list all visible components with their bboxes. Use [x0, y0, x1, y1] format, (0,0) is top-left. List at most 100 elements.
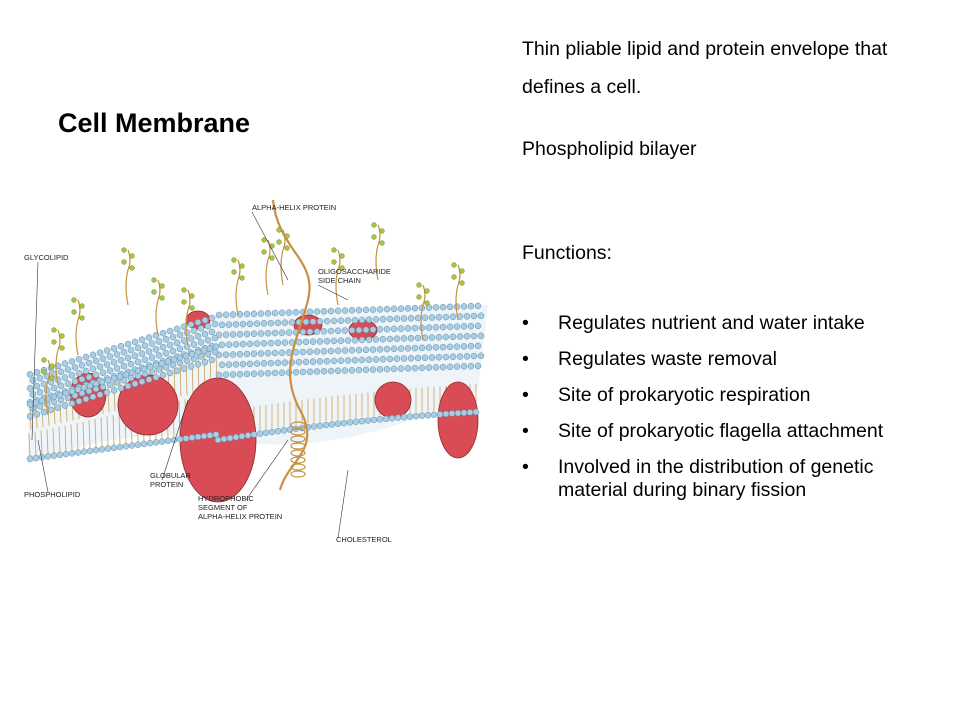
sugar-unit — [231, 269, 237, 275]
phospholipid-head — [425, 364, 433, 371]
phospholipid-head — [316, 358, 324, 365]
phospholipid-head — [145, 348, 153, 355]
phospholipid-head — [250, 350, 258, 357]
phospholipid-head — [40, 380, 48, 388]
bullet-icon: • — [522, 384, 529, 406]
phospholipid-head — [194, 433, 202, 441]
phospholipid-head — [229, 331, 237, 338]
phospholipid-head — [201, 330, 209, 338]
sugar-unit — [49, 375, 55, 381]
phospholipid-head — [280, 427, 288, 434]
phospholipid-head — [180, 337, 188, 344]
phospholipid-head — [425, 324, 433, 331]
phospholipid-head — [337, 357, 345, 364]
phospholipid-head — [239, 360, 247, 368]
phospholipid-head — [334, 347, 342, 355]
phospholipid-head — [430, 411, 438, 419]
function-text: Site of prokaryotic flagella attachment — [558, 420, 884, 442]
phospholipid-head — [323, 337, 331, 345]
helix-coil — [290, 456, 306, 464]
phospholipid-head — [44, 453, 52, 460]
label-layer: ALPHA-HELIX PROTEIN GLYCOLIPID OLIGOSACC… — [24, 203, 392, 544]
phospholipid-head — [36, 389, 44, 396]
phospholipid-head — [446, 363, 454, 371]
phospholipid-head — [173, 325, 181, 333]
phospholipid-head — [173, 339, 181, 347]
glycolipid-label: GLYCOLIPID — [24, 253, 69, 262]
sugar-unit — [276, 239, 282, 245]
phospholipid-head — [446, 323, 454, 331]
phospholipid-head — [316, 318, 324, 325]
phospholipid-head — [351, 316, 359, 324]
sugar-unit — [371, 222, 377, 228]
phospholipid-head — [348, 307, 356, 314]
phospholipid-head — [250, 310, 258, 317]
phospholipid-head — [474, 322, 482, 330]
phospholipid-head — [152, 346, 160, 353]
phospholipid-head — [274, 319, 282, 327]
phospholipid-head — [250, 330, 258, 337]
helix-coil — [290, 463, 306, 471]
phospholipid-head — [152, 362, 160, 369]
phospholipid-head — [148, 354, 156, 361]
phospholipid-head — [244, 432, 252, 439]
phospholipid-head — [68, 358, 76, 365]
phospholipid-head — [436, 411, 444, 418]
sugar-unit — [79, 303, 85, 309]
phospholipid-head — [456, 333, 464, 340]
phospholipid-head — [104, 376, 112, 384]
function-text: Site of prokaryotic respiration — [558, 384, 811, 406]
phospholipid-head — [348, 347, 356, 354]
phospholipid-head — [382, 415, 390, 423]
phospholipid-head — [412, 412, 420, 420]
phospholipid-head — [75, 355, 83, 363]
phospholipid-head — [262, 429, 270, 437]
phospholipid-head — [162, 335, 170, 343]
phospholipid-head — [327, 327, 335, 335]
phospholipid-head — [474, 342, 482, 350]
phospholipid-head — [86, 382, 94, 390]
phospholipid-head — [218, 321, 226, 329]
side-chain — [280, 229, 286, 286]
phospholipid-head — [341, 307, 349, 314]
sugar-unit — [151, 289, 157, 295]
phospholipid-label: PHOSPHOLIPID — [24, 490, 81, 499]
phospholipid-head — [131, 380, 139, 388]
phospholipid-head — [134, 358, 142, 366]
phospholipid-head — [75, 369, 83, 377]
phospholipid-head — [271, 369, 279, 377]
phospholipid-head — [26, 401, 34, 408]
phospholipid-head — [204, 336, 212, 344]
phospholipid-head — [124, 354, 132, 362]
phospholipid-tail — [52, 428, 55, 453]
sugar-unit — [129, 253, 135, 259]
phospholipid-head — [68, 450, 76, 457]
phospholipid-head — [218, 361, 226, 369]
side-chain-label: SIDE CHAIN — [318, 276, 361, 285]
phospholipid-head — [225, 341, 233, 348]
phospholipid-head — [211, 334, 219, 342]
phospholipid-head — [138, 378, 146, 385]
phospholipid-head — [127, 360, 135, 368]
phospholipid-head — [365, 356, 373, 363]
phospholipid-head — [383, 305, 391, 313]
phospholipid-head — [96, 363, 104, 370]
phospholipid-head — [467, 302, 475, 310]
slide-title: Cell Membrane — [58, 108, 251, 138]
phospholipid-head — [222, 351, 230, 358]
phospholipid-tail — [106, 416, 109, 446]
phospholipid-head — [32, 454, 40, 462]
phospholipid-head — [400, 355, 408, 362]
phospholipid-head — [446, 343, 454, 351]
phospholipid-head — [372, 356, 380, 363]
phospholipid-head — [194, 319, 202, 326]
phospholipid-head — [226, 434, 234, 442]
phospholipid-head — [197, 339, 205, 346]
phospholipid-head — [243, 330, 251, 338]
phospholipid-head — [267, 339, 275, 347]
function-item: •Regulates waste removal — [522, 348, 942, 371]
sugar-unit — [71, 309, 77, 315]
phospholipid-head — [404, 365, 412, 372]
phospholipid-head — [176, 345, 184, 353]
phospholipid-head — [169, 333, 177, 341]
